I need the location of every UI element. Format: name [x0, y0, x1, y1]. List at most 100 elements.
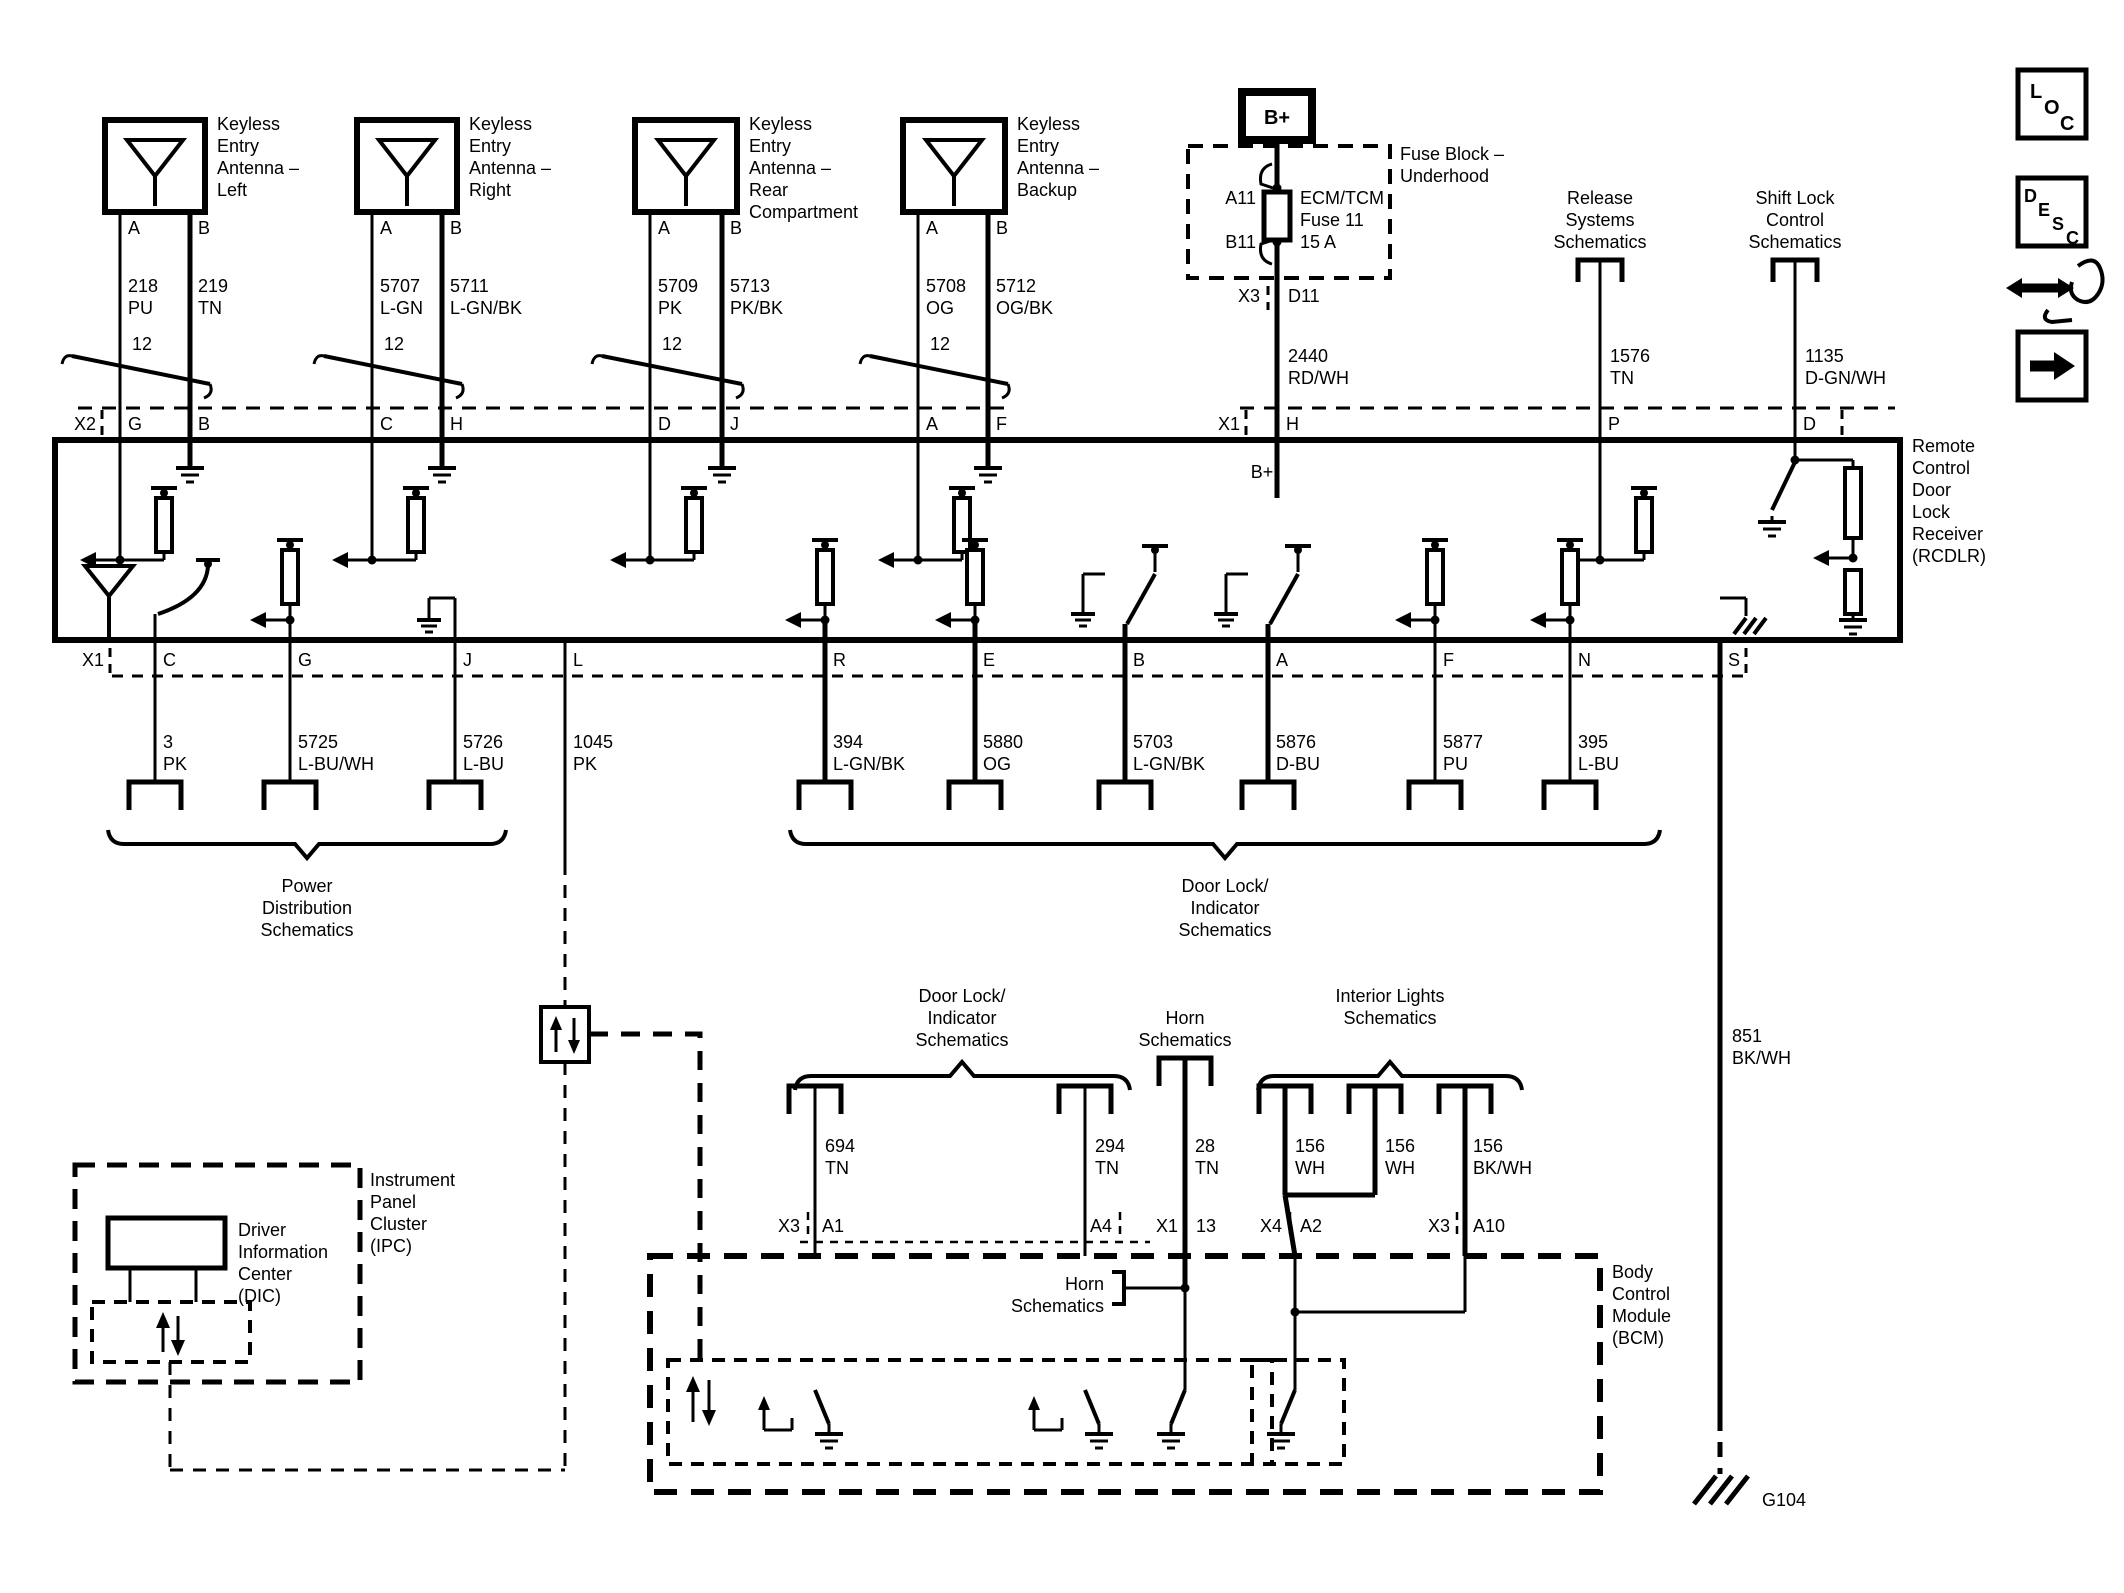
- wire-id: 5713: [730, 276, 770, 296]
- ref-label[interactable]: Systems: [1565, 210, 1634, 230]
- wire-id: 3: [163, 732, 173, 752]
- antenna-label: Left: [217, 180, 247, 200]
- wire-color: TN: [1095, 1158, 1119, 1178]
- right-arrow-icon: [2054, 352, 2075, 380]
- dic-name-line: Information: [238, 1242, 328, 1262]
- mid-door-lock-ref: Door Lock/ Indicator Schematics 694 TN 2…: [778, 986, 1150, 1256]
- switch-cell-a: [1214, 544, 1311, 782]
- ipc-name-line: Instrument: [370, 1170, 455, 1190]
- pin-label: A: [1276, 650, 1288, 670]
- wire-color: OG/BK: [996, 298, 1053, 318]
- ref-label[interactable]: Horn: [1165, 1008, 1204, 1028]
- ref-label[interactable]: Schematics: [915, 1030, 1008, 1050]
- fuse-block-name[interactable]: Fuse Block –: [1400, 144, 1504, 164]
- desc-letter: S: [2052, 214, 2064, 234]
- output-cell-g: [250, 538, 303, 782]
- pin-label: B: [450, 218, 462, 238]
- rcdlr-box: X2 G B C H D J A F X1 H P D B+ Remote Co…: [52, 406, 1986, 643]
- wire-color: L-GN/BK: [1133, 754, 1205, 774]
- pin-label: S: [1728, 650, 1740, 670]
- fuse-block-name[interactable]: Underhood: [1400, 166, 1489, 186]
- pin-label: A: [128, 218, 140, 238]
- brace: [106, 829, 508, 862]
- ref-label[interactable]: Schematics: [1343, 1008, 1436, 1028]
- chassis-ground-icon: [1692, 1474, 1750, 1506]
- serial-data-link: [170, 640, 703, 1472]
- antenna-label: Keyless: [217, 114, 280, 134]
- battery-feed-label: B+: [1264, 107, 1290, 129]
- fuse-pin-top: A11: [1225, 188, 1256, 208]
- bcm-name-line: Body: [1612, 1262, 1653, 1282]
- wire-color: OG: [983, 754, 1011, 774]
- ref-label[interactable]: Door Lock/: [918, 986, 1005, 1006]
- wire-id: 694: [825, 1136, 855, 1156]
- horn-ref: Horn Schematics 28 TN X1 13: [1138, 1008, 1232, 1288]
- rcdlr-name-line: Control: [1912, 458, 1970, 478]
- ref-label[interactable]: Schematics: [1178, 920, 1271, 940]
- ref-bracket: [1112, 1270, 1126, 1306]
- pin-d: D: [658, 414, 671, 434]
- fuse-icon: [1261, 189, 1293, 243]
- fuse-pin-bottom: B11: [1225, 232, 1256, 252]
- dic-name-line: (DIC): [238, 1286, 281, 1306]
- ref-label[interactable]: Distribution: [262, 898, 352, 918]
- connector-view-button[interactable]: [2006, 258, 2105, 325]
- shield-count: 12: [132, 334, 152, 354]
- wire-color: RD/WH: [1288, 368, 1349, 388]
- power-distribution-ref: Power Distribution Schematics: [106, 829, 508, 940]
- fuse-conn-right: D11: [1288, 286, 1320, 306]
- antenna-rear-compartment: Keyless Entry Antenna – Rear Compartment…: [590, 114, 858, 560]
- rcdlr-name-line: Lock: [1912, 502, 1951, 522]
- wire-id: 5703: [1133, 732, 1173, 752]
- wire-id: 5712: [996, 276, 1036, 296]
- hook-icon: [2042, 308, 2073, 325]
- pin-p: P: [1608, 414, 1620, 434]
- wire-color: WH: [1385, 1158, 1415, 1178]
- ref-label[interactable]: Schematics: [1138, 1030, 1231, 1050]
- shield-symbol: 12: [312, 334, 465, 400]
- ref-label[interactable]: Control: [1766, 210, 1824, 230]
- pin-j: J: [730, 414, 739, 434]
- ref-label[interactable]: Indicator: [1190, 898, 1259, 918]
- ref-label[interactable]: Schematics: [1748, 232, 1841, 252]
- ref-label[interactable]: Schematics: [1553, 232, 1646, 252]
- ref-label[interactable]: Schematics: [260, 920, 353, 940]
- ref-label[interactable]: Indicator: [927, 1008, 996, 1028]
- ref-label[interactable]: Interior Lights: [1335, 986, 1444, 1006]
- pin-f: F: [996, 414, 1007, 434]
- pin-c: C: [380, 414, 393, 434]
- wire-color: BK/WH: [1732, 1048, 1791, 1068]
- fuse-block-boundary: [1186, 144, 1392, 280]
- wire-color: PK: [573, 754, 597, 774]
- antenna-icon: [80, 564, 138, 637]
- switch-blade: [813, 1389, 831, 1425]
- pin-label: E: [983, 650, 995, 670]
- loc-button[interactable]: L O C: [2015, 67, 2089, 141]
- antenna-icon: [653, 138, 719, 206]
- wire-color: PK: [163, 754, 187, 774]
- desc-button[interactable]: D E S C: [2015, 175, 2089, 249]
- interior-lights-switch-cell: [1267, 1256, 1467, 1450]
- wire-color: BK/WH: [1473, 1158, 1532, 1178]
- ref-label[interactable]: Release: [1567, 188, 1633, 208]
- antenna-icon: [122, 138, 188, 206]
- wire-color: PK/BK: [730, 298, 783, 318]
- ref-label[interactable]: Schematics: [1011, 1296, 1104, 1316]
- ref-label[interactable]: Horn: [1065, 1274, 1104, 1294]
- ref-label[interactable]: Power: [281, 876, 332, 896]
- output-cell-r: [785, 538, 838, 782]
- wire-color: TN: [825, 1158, 849, 1178]
- ref-label[interactable]: Door Lock/: [1181, 876, 1268, 896]
- antenna-label: Entry: [469, 136, 511, 156]
- ref-label[interactable]: Shift Lock: [1755, 188, 1835, 208]
- antenna-label: Entry: [1017, 136, 1059, 156]
- wire-id: 5708: [926, 276, 966, 296]
- output-cell-n: [1530, 538, 1583, 782]
- wire-id: 218: [128, 276, 158, 296]
- pin-label: A: [926, 218, 938, 238]
- next-page-button[interactable]: [2015, 329, 2089, 403]
- door-lock-ref: Door Lock/ Indicator Schematics: [788, 829, 1662, 940]
- dic-name-line: Center: [238, 1264, 292, 1284]
